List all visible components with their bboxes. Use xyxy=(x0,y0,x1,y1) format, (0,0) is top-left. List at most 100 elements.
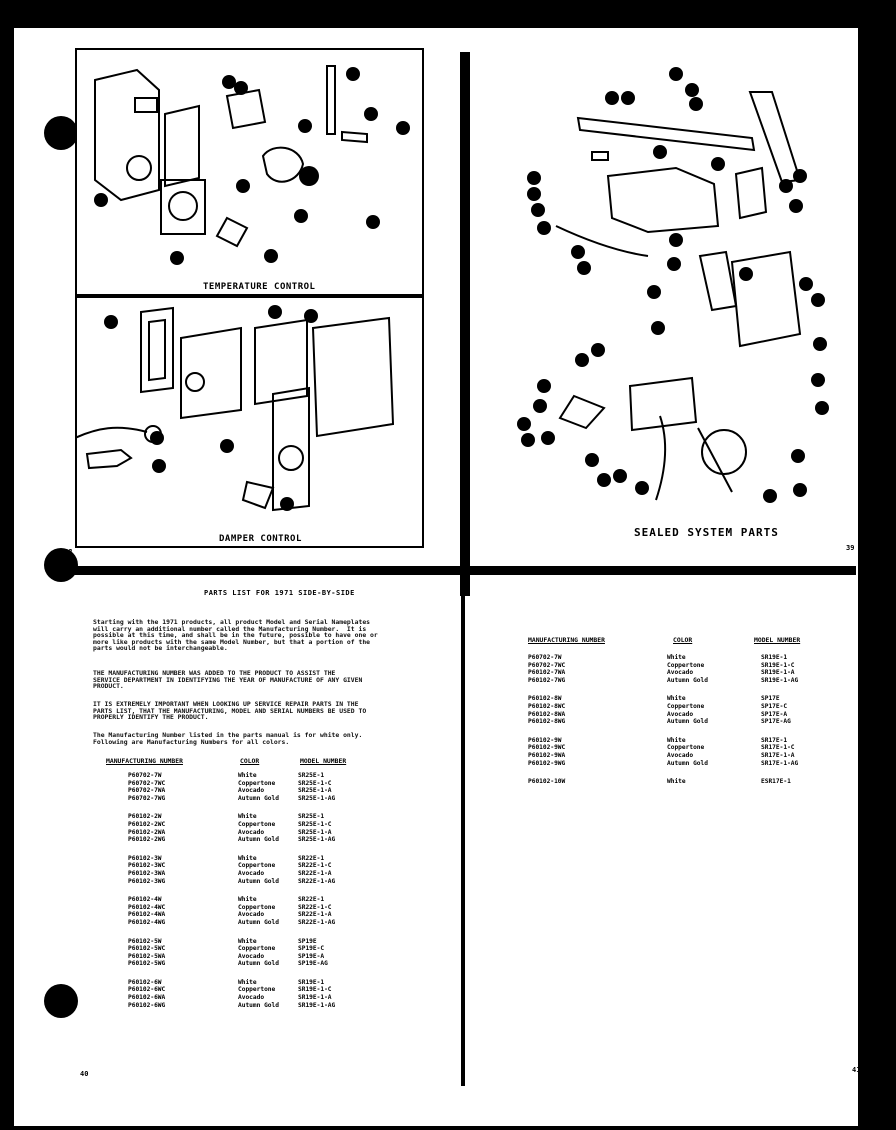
right-mfg-cell: P60102-8W xyxy=(528,695,562,703)
left-mfg-cell: P60102-2WA xyxy=(128,828,166,836)
right-model-cell: SP17E-A xyxy=(761,710,788,718)
left-mfg-cell: P60702-7WA xyxy=(128,787,166,795)
left-color-cell: Avocado xyxy=(238,787,265,795)
left-color-cell: White xyxy=(238,978,257,986)
left-color-cell: Coppertone xyxy=(238,986,276,994)
left-color-cell: Avocado xyxy=(238,952,265,960)
left-model-cell: SR22E-1-AG xyxy=(298,877,336,885)
intro-paragraph-1: Starting with the 1971 products, all pro… xyxy=(93,618,378,653)
left-color-cell: Avocado xyxy=(238,994,265,1002)
right-mfg-cell: P60102-8WG xyxy=(528,718,566,726)
left-model-cell: SR22E-1-C xyxy=(298,862,332,870)
right-mfg-cell: P60102-7WA xyxy=(528,669,566,677)
right-mfg-cell: P60102-9WG xyxy=(528,759,566,767)
left-mfg-cell: P60102-5W xyxy=(128,937,162,945)
right-model-cell: SR17E-1 xyxy=(761,736,788,744)
right-mfg-cell: P60102-8WA xyxy=(528,710,566,718)
right-mfg-cell: P60102-9WA xyxy=(528,751,566,759)
left-mfg-cell: P60102-6WA xyxy=(128,994,166,1002)
left-model-cell: SR25E-1 xyxy=(298,772,325,779)
right-mfg-cell: P60702-7WC xyxy=(528,661,566,669)
left-color-cell: White xyxy=(238,937,257,945)
binder-hole-bottom xyxy=(44,984,78,1018)
binder-hole-middle xyxy=(44,548,78,582)
left-model-cell: SR25E-1-C xyxy=(298,820,332,828)
right-mfg-cell: P60102-9WC xyxy=(528,744,566,752)
right-color-cell: Coppertone xyxy=(667,661,705,669)
left-model-cell: SR25E-1-A xyxy=(298,828,332,836)
left-mfg-cell: P60702-7WC xyxy=(128,779,166,787)
right-mfg-cell: P60102-10W xyxy=(528,778,566,786)
left-model-cell: SP19E-A xyxy=(298,952,325,960)
left-model-cell: SR25E-1-A xyxy=(298,787,332,795)
top-left-page-number: 38 xyxy=(64,548,73,556)
left-mfg-cell: P60102-6WG xyxy=(128,1001,166,1009)
right-color-cell: White xyxy=(667,654,686,661)
damper-control-drawing xyxy=(77,305,395,512)
left-color-cell: White xyxy=(238,772,257,779)
left-color-cell: Autumn Gold xyxy=(238,918,279,926)
sealed-system-drawing xyxy=(517,67,829,503)
left-mfg-cell: P60102-5WA xyxy=(128,952,166,960)
right-model-cell: SP17E xyxy=(761,695,780,703)
right-header-model: MODEL NUMBER xyxy=(754,636,801,644)
left-mfg-cell: P60102-3WG xyxy=(128,877,166,885)
left-color-cell: Autumn Gold xyxy=(238,1001,279,1009)
right-mfg-cell: P60702-7W xyxy=(528,654,562,661)
left-model-cell: SP19E-AG xyxy=(298,960,328,968)
left-model-cell: SR22E-1 xyxy=(298,854,325,862)
vertical-page-divider-lower xyxy=(461,574,465,1086)
bottom-right-page-number: 41 xyxy=(852,1066,861,1074)
damper-control-caption: DAMPER CONTROL xyxy=(219,534,302,544)
left-color-cell: White xyxy=(238,896,257,904)
right-model-cell: SR19E-1-C xyxy=(761,661,795,669)
right-mfg-cell: P60102-9W xyxy=(528,736,562,744)
binder-hole-top xyxy=(44,116,78,150)
left-mfg-cell: P60102-5WC xyxy=(128,945,166,953)
vertical-page-divider xyxy=(460,52,470,596)
left-header-mfg: MANUFACTURING NUMBER xyxy=(106,757,183,765)
left-color-cell: Autumn Gold xyxy=(238,836,279,844)
horizontal-page-divider xyxy=(60,566,856,575)
left-model-cell: SR22E-1-C xyxy=(298,903,332,911)
left-mfg-cell: P60102-4W xyxy=(128,896,162,904)
left-mfg-cell: P60102-3WC xyxy=(128,862,166,870)
right-model-cell: SR19E-1 xyxy=(761,654,788,661)
left-model-cell: SR19E-1-A xyxy=(298,994,332,1002)
left-mfg-cell: P60102-6W xyxy=(128,978,162,986)
left-model-cell: SR19E-1-AG xyxy=(298,1001,336,1009)
left-model-cell: SR25E-1-AG xyxy=(298,836,336,844)
right-model-cell: SR19E-1-AG xyxy=(761,676,799,684)
right-model-cell: SP17E-AG xyxy=(761,718,791,726)
left-color-cell: Avocado xyxy=(238,869,265,877)
left-model-cell: SR25E-1-AG xyxy=(298,794,336,802)
left-model-cell: SP19E xyxy=(298,937,317,945)
intro-paragraph-2: THE MANUFACTURING NUMBER WAS ADDED TO TH… xyxy=(93,669,363,691)
damper-control-panel: DAMPER CONTROL xyxy=(75,296,424,548)
right-model-cell: SR17E-1-AG xyxy=(761,759,799,767)
right-model-group: ESR17E-1 xyxy=(761,778,798,786)
left-color-cell: White xyxy=(238,813,257,821)
right-header-color: COLOR xyxy=(673,636,693,644)
left-color-cell: Coppertone xyxy=(238,945,276,953)
right-color-cell: Coppertone xyxy=(667,702,705,710)
right-color-group: White xyxy=(667,778,708,786)
left-mfg-cell: P60102-2WG xyxy=(128,836,166,844)
